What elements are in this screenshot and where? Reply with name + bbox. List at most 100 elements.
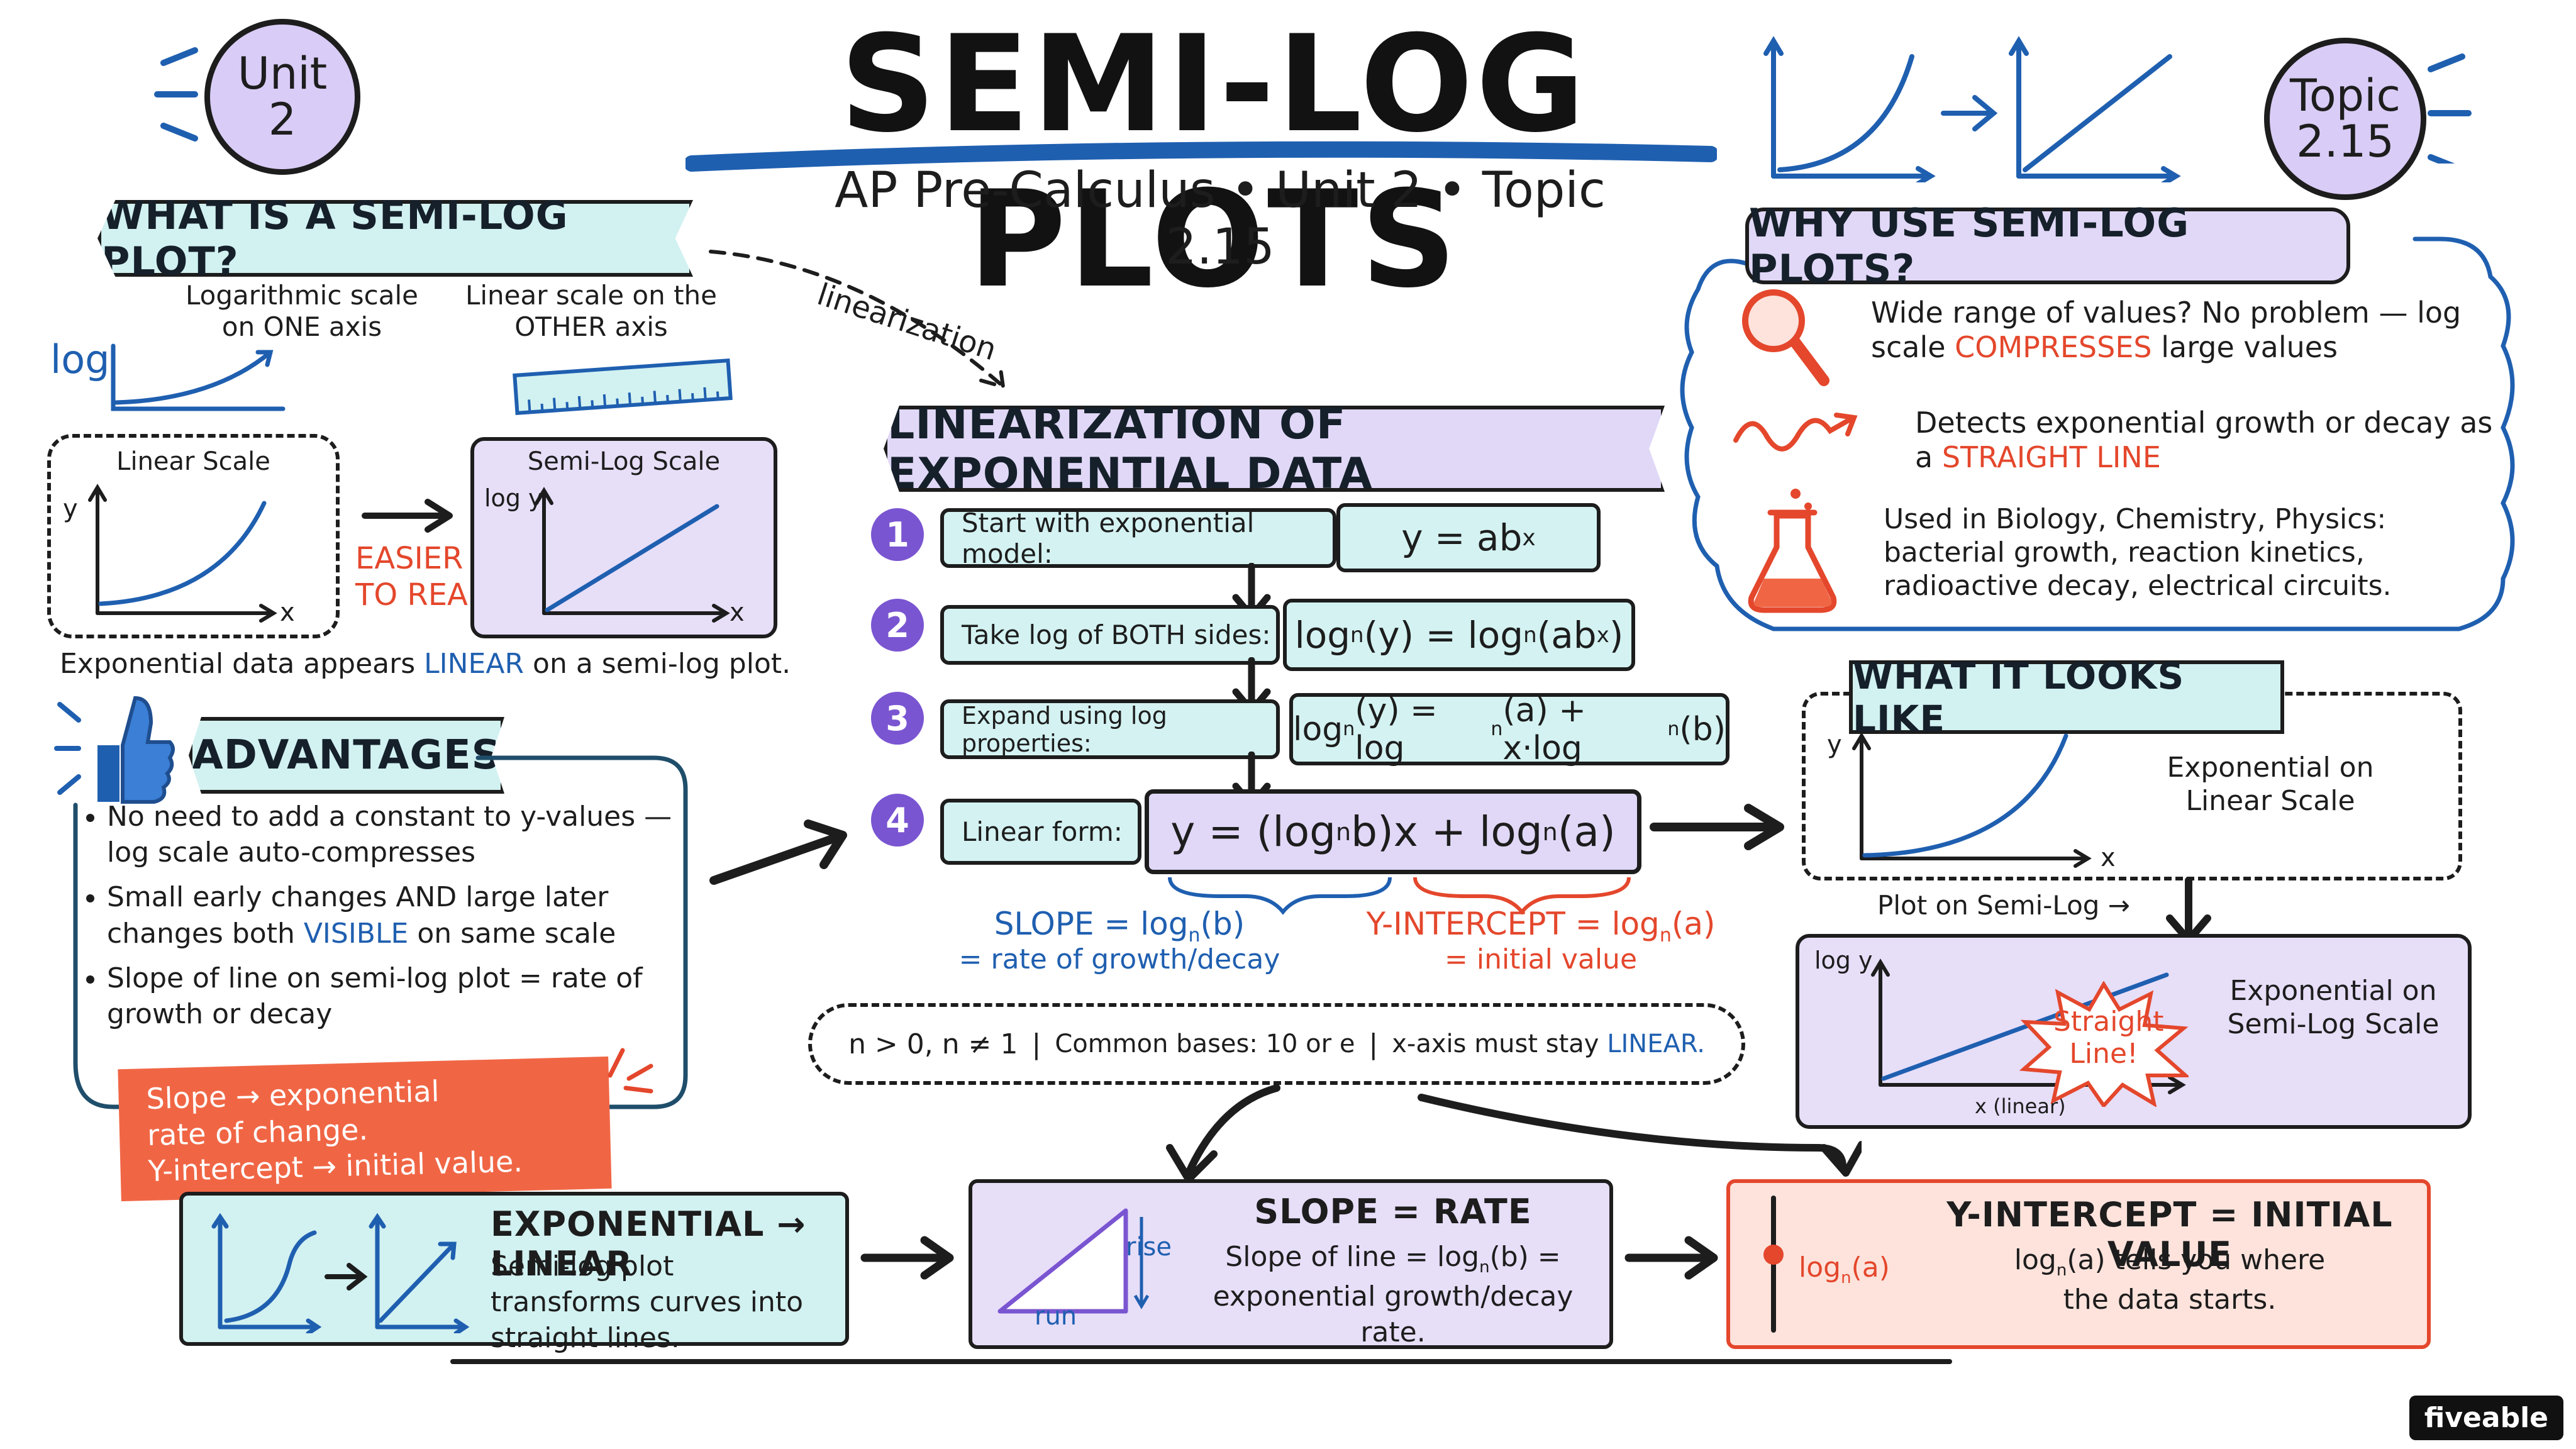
looks-bottom-plot (1871, 958, 2186, 1094)
curve-to-line-icon (1763, 36, 2181, 182)
linear-appearance-caption: Exponential data appears LINEAR on a sem… (60, 648, 791, 681)
unit-badge-word: Unit (237, 47, 328, 99)
pill-to-slope-arrow-icon (1166, 1084, 1280, 1183)
why-row-3: Used in Biology, Chemistry, Physics: bac… (1884, 503, 2392, 602)
looks-top-y-label: y (1827, 730, 1842, 759)
step-1-number: 1 (871, 508, 924, 561)
magnifier-icon (1742, 289, 1829, 386)
log-label: log (50, 336, 110, 382)
semilog-panel-x-label: x (730, 598, 745, 627)
page-title: SEMI-LOG PLOTS (840, 6, 1588, 317)
linear-scale-panel (47, 434, 340, 638)
fiveable-logo: fiveable (2409, 1396, 2563, 1440)
easier-arrow-icon (362, 499, 453, 533)
semilog-panel-title: Semi-Log Scale (527, 447, 721, 476)
log-scale-caption: Logarithmic scale on ONE axis (185, 280, 419, 343)
exponential-to-linear-box (179, 1192, 849, 1346)
advantage-item: Slope of line on semi-log plot = rate of… (107, 960, 704, 1032)
flask-icon (1748, 489, 1837, 613)
intercept-sub: = initial value (1444, 943, 1638, 975)
plot-on-semilog-caption: Plot on Semi-Log → (1877, 890, 2130, 921)
bottom-arrow-2-icon (1624, 1236, 1718, 1280)
straight-line-highlight: STRAIGHT LINE (1941, 440, 2161, 475)
unit-badge-number: 2 (268, 94, 297, 145)
unit-badge-rays-icon (154, 47, 198, 142)
slope-triangle-icon (997, 1208, 1150, 1314)
caption-before: Exponential data appears (60, 648, 416, 680)
y-axis-marker-icon (1763, 1196, 1784, 1333)
topic-badge: Topic 2.15 (2264, 38, 2426, 200)
linear-scale-caption: Linear scale on the OTHER axis (465, 280, 718, 343)
note-spark-icon (608, 1048, 653, 1094)
advantages-list: No need to add a constant to y-values — … (69, 799, 704, 1041)
step-4-label: Linear form: (940, 799, 1141, 865)
thumbs-up-icon (54, 696, 175, 804)
linear-panel-plot (88, 484, 277, 623)
pill-to-intercept-arrow-icon (1418, 1094, 1862, 1177)
topic-badge-rays-icon (2428, 53, 2472, 164)
looks-like-banner: WHAT IT LOOKS LIKE (1849, 655, 2284, 740)
y-intercept-box (1726, 1179, 2431, 1349)
topic-badge-number: 2.15 (2296, 116, 2394, 167)
slope-rate-text: Slope of line = logn(b) =exponential gro… (1213, 1241, 1574, 1348)
linear-panel-title: Linear Scale (116, 447, 270, 476)
slope-sub: = rate of growth/decay (958, 943, 1280, 975)
title-underline (686, 141, 1717, 172)
step-3-number: 3 (871, 692, 924, 745)
zigzag-growth-icon (1733, 413, 1858, 452)
advantages-summary-note: Slope → exponential rate of change. Y-in… (118, 1056, 612, 1202)
looks-bottom-logy-label: log y (1814, 947, 1873, 974)
exponential-to-linear-title: EXPONENTIAL → LINEAR (491, 1204, 806, 1284)
advantage-highlight: VISIBLE (303, 917, 409, 950)
slope-label: SLOPE = logn(b) (994, 906, 1245, 947)
bottom-arrow-1-icon (860, 1236, 954, 1280)
slope-intercept-braces (1168, 877, 1631, 915)
linear-panel-x-label: x (280, 598, 295, 627)
unit-badge: Unit 2 (204, 19, 360, 175)
advantage-item: Small early changes AND large later chan… (107, 879, 704, 951)
topic-badge-word: Topic (2289, 69, 2401, 121)
curve-to-line-mini-icon (211, 1213, 470, 1333)
looks-bottom-x-label: x (linear) (1975, 1094, 2066, 1118)
page-subtitle: AP Pre-Calculus • Unit 2 • Topic 2.15 (835, 162, 1606, 275)
run-label: run (1035, 1302, 1077, 1331)
looks-bottom-caption: Exponential on Semi-Log Scale (2227, 975, 2440, 1040)
advantages-bracket (73, 755, 688, 1109)
intercept-marker-label: logn(a) (1799, 1252, 1890, 1287)
exponential-to-linear-text: Semi-log plot transforms curves into str… (491, 1250, 804, 1355)
step-1-label: Start with exponential model: (940, 508, 1336, 569)
to-looks-like-arrow-icon (1650, 804, 1784, 850)
semilog-panel-logy-label: log y (484, 484, 543, 512)
caption-after: on a semi-log plot. (533, 648, 791, 680)
ruler-icon (513, 358, 733, 415)
why-banner: WHY USE SEMI-LOG PLOTS? (1745, 200, 2350, 292)
compresses-highlight: COMPRESSES (1955, 330, 2152, 365)
looks-top-plot (1852, 732, 2092, 868)
caption-highlight: LINEAR (424, 648, 525, 680)
step-4-number: 4 (871, 794, 924, 847)
why-cloud-outline (1680, 236, 2515, 631)
looks-top-caption: Exponential on Linear Scale (2167, 752, 2374, 817)
rise-label: rise (1126, 1233, 1172, 1262)
step-3-label: Expand using log properties: (940, 699, 1280, 759)
starburst-shape (2019, 981, 2189, 1107)
easier-line-1: EASIER (355, 541, 464, 576)
intercept-label: Y-INTERCEPT = logn(a) (1366, 906, 1716, 947)
log-axis-mini-icon (111, 343, 286, 411)
looks-top-x-label: x (2101, 843, 2116, 872)
step-2-number: 2 (871, 599, 924, 652)
slope-rate-title: SLOPE = RATE (1254, 1192, 1532, 1231)
conditions-common-bases: Common bases: 10 or e (1055, 1030, 1355, 1058)
what-is-banner: WHAT IS A SEMI-LOG PLOT? (97, 200, 693, 277)
semilog-panel-plot (535, 487, 730, 623)
advantages-banner: ADVANTAGES (189, 717, 504, 794)
conditions-x-axis: x-axis must stay LINEAR. (1392, 1030, 1705, 1058)
advantages-to-center-arrow-icon (709, 819, 847, 885)
step-2-label: Take log of BOTH sides: (940, 605, 1280, 665)
starburst-label: Straight Line! (2053, 1006, 2164, 1070)
